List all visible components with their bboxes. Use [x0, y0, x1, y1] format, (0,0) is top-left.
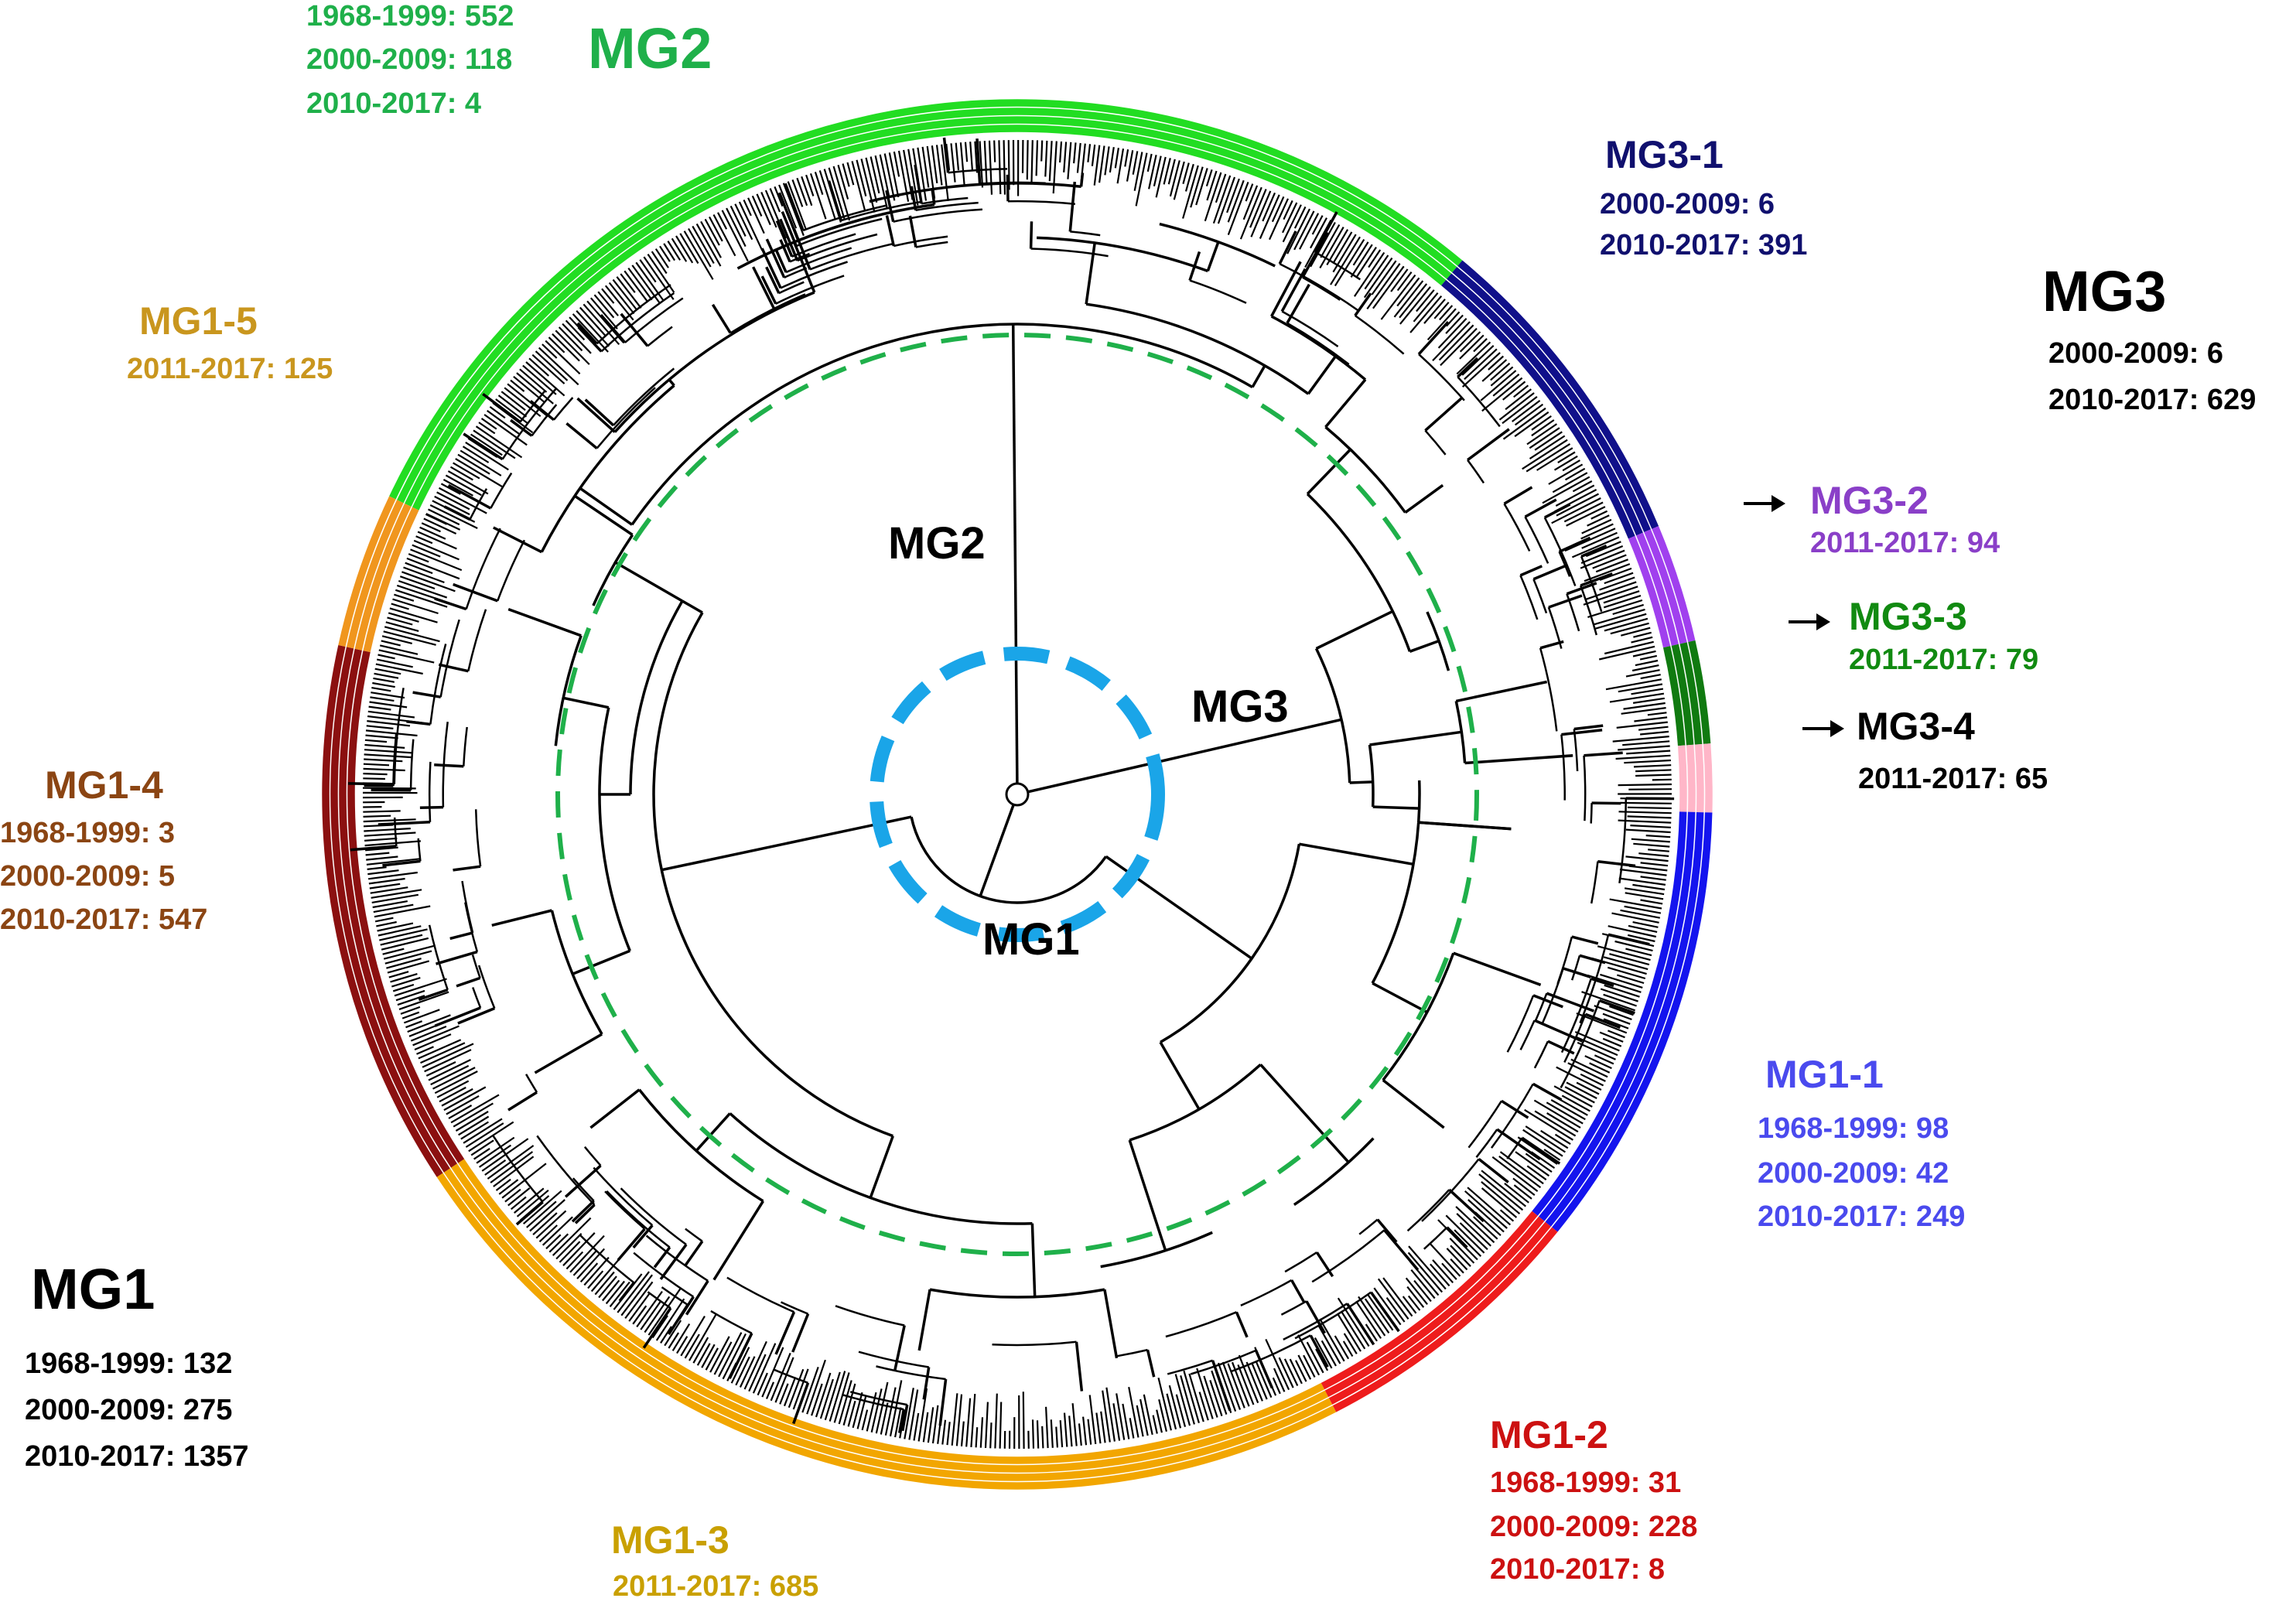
mg3-3-arrow-icon: [1789, 620, 1819, 623]
cluster-title-mg1-4: MG1-4: [45, 766, 163, 804]
inner-label-mg2: MG2: [888, 521, 986, 566]
cluster-stat-mg1-1-2: 2000-2009: 42: [1758, 1159, 1949, 1188]
cluster-stat-mg1-2-2: 2000-2009: 228: [1490, 1512, 1697, 1542]
cluster-stat-mg1-4-1: 1968-1999: 3: [0, 818, 175, 848]
inner-label-mg1: MG1: [982, 917, 1080, 962]
band-mg3-1: [1444, 263, 1655, 538]
band-mg1-3: [440, 1161, 1334, 1486]
cluster-stat-mg1-3-1: 2011-2017: 685: [613, 1572, 818, 1601]
cluster-title-mg3-3: MG3-3: [1849, 597, 1967, 636]
cluster-title-mg1-3: MG1-3: [611, 1521, 729, 1559]
cluster-stat-mg1-3: 2010-2017: 1357: [25, 1442, 248, 1471]
band-mg1-2: [1323, 1214, 1555, 1409]
cluster-title-mg2: MG2: [588, 20, 712, 77]
band-mg1-5: [342, 498, 415, 652]
band-mg2: [392, 103, 1460, 509]
cluster-stat-mg1-4-2: 2000-2009: 5: [0, 862, 175, 891]
cluster-title-mg1-2: MG1-2: [1490, 1415, 1608, 1454]
cluster-stat-mg3-1-1: 2000-2009: 6: [1600, 190, 1775, 219]
cluster-stat-mg1-4-3: 2010-2017: 547: [0, 905, 207, 934]
cluster-title-mg3-4: MG3-4: [1857, 707, 1975, 746]
cluster-stat-mg1-1-3: 2010-2017: 249: [1758, 1202, 1965, 1231]
cluster-stat-mg1-2-3: 2010-2017: 8: [1490, 1555, 1665, 1584]
cluster-title-mg3: MG3: [2042, 263, 2166, 320]
cluster-stat-mg2-2: 2000-2009: 118: [306, 45, 512, 74]
band-mg3-4: [1682, 744, 1709, 813]
inner-label-mg3: MG3: [1191, 685, 1289, 729]
band-mg3-2: [1631, 528, 1692, 647]
cluster-stat-mg3-3-1: 2011-2017: 79: [1849, 645, 2038, 674]
mg3-4-arrow-icon: [1802, 727, 1833, 730]
cluster-stat-mg3-2: 2010-2017: 629: [2048, 385, 2256, 415]
cluster-stat-mg1-2-1: 1968-1999: 31: [1490, 1468, 1681, 1497]
cluster-title-mg1: MG1: [31, 1261, 155, 1318]
cluster-title-mg3-2: MG3-2: [1810, 481, 1929, 520]
cluster-stat-mg1-1: 1968-1999: 132: [25, 1349, 232, 1378]
band-mg3-3: [1667, 641, 1707, 746]
cluster-stat-mg3-4-1: 2011-2017: 65: [1858, 764, 2048, 794]
cluster-stat-mg3-1-2: 2010-2017: 391: [1600, 231, 1807, 260]
cluster-stat-mg1-1-1: 1968-1999: 98: [1758, 1114, 1949, 1143]
cluster-title-mg1-5: MG1-5: [139, 302, 258, 340]
cluster-title-mg3-1: MG3-1: [1605, 135, 1724, 174]
cluster-title-mg1-1: MG1-1: [1765, 1055, 1884, 1094]
cluster-stat-mg2-3: 2010-2017: 4: [306, 89, 481, 118]
root-node: [1006, 784, 1028, 805]
mg3-2-arrow-icon: [1744, 502, 1775, 505]
cluster-stat-mg2-1: 1968-1999: 552: [306, 2, 514, 31]
cluster-stat-mg3-1: 2000-2009: 6: [2048, 339, 2223, 368]
cluster-stat-mg1-2: 2000-2009: 275: [25, 1395, 232, 1425]
cluster-stat-mg3-2-1: 2011-2017: 94: [1810, 528, 2000, 558]
cluster-stat-mg1-5-1: 2011-2017: 125: [127, 354, 333, 384]
